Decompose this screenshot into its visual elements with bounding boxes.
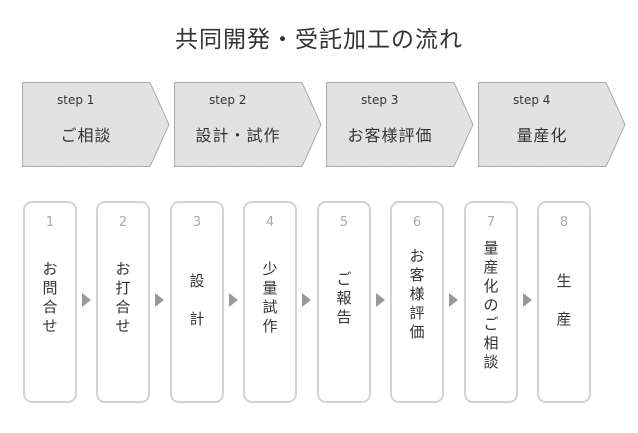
step-label: step 1	[57, 93, 95, 107]
arrow-right-icon	[302, 293, 311, 307]
process-box-4: 4 少 量 試 作	[243, 201, 297, 403]
process-text: お 客 様 評 価	[409, 247, 425, 341]
process-box-2: 2 お 打 合 せ	[96, 201, 150, 403]
process-text: お 問 合 せ	[42, 260, 58, 335]
chevron-shape	[22, 82, 170, 167]
process-text: 少 量 試 作	[262, 260, 278, 335]
step-label: step 2	[209, 93, 247, 107]
process-box-3: 3 設 計	[170, 201, 224, 403]
step-4: step 4 量産化	[478, 82, 626, 167]
step-label: step 4	[513, 93, 551, 107]
chevron-shape	[326, 82, 474, 167]
process-number: 8	[559, 215, 569, 230]
process-text: 生 産	[556, 272, 572, 328]
process-text: 量 産 化 の ご 相 談	[483, 239, 499, 371]
step-2: step 2 設計・試作	[174, 82, 322, 167]
step-title: 量産化	[516, 126, 568, 145]
process-number: 2	[118, 215, 128, 230]
process-box-8: 8 生 産	[537, 201, 591, 403]
arrow-right-icon	[449, 293, 458, 307]
process-number: 3	[192, 215, 202, 230]
process-text: ご 報 告	[336, 270, 352, 326]
page-title: 共同開発・受託加工の流れ	[175, 27, 463, 53]
process-box-7: 7 量 産 化 の ご 相 談	[464, 201, 518, 403]
step-label: step 3	[361, 93, 399, 107]
chevron-shape	[478, 82, 626, 167]
process-number: 1	[45, 215, 55, 230]
process-number: 5	[339, 215, 349, 230]
step-title: ご相談	[60, 126, 112, 145]
step-3: step 3 お客様評価	[326, 82, 474, 167]
arrow-right-icon	[82, 293, 91, 307]
chevron-shape	[174, 82, 322, 167]
process-text: 設 計	[189, 272, 205, 328]
process-box-6: 6 お 客 様 評 価	[390, 201, 444, 403]
process-number: 7	[486, 215, 496, 230]
process-box-5: 5 ご 報 告	[317, 201, 371, 403]
step-1: step 1 ご相談	[22, 82, 170, 167]
step-title: お客様評価	[347, 126, 433, 145]
arrow-right-icon	[376, 293, 385, 307]
process-number: 4	[265, 215, 275, 230]
process-number: 6	[412, 215, 422, 230]
arrow-right-icon	[229, 293, 238, 307]
arrow-right-icon	[523, 293, 532, 307]
arrow-right-icon	[155, 293, 164, 307]
process-box-1: 1 お 問 合 せ	[23, 201, 77, 403]
process-text: お 打 合 せ	[115, 260, 131, 335]
step-title: 設計・試作	[195, 126, 281, 145]
